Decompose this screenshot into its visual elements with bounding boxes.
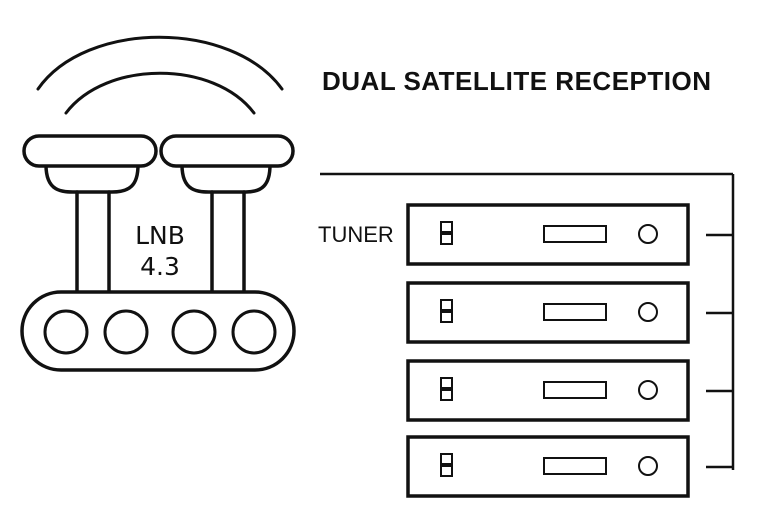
tuner-display-slot — [543, 225, 607, 243]
lnb-port-2 — [103, 309, 149, 355]
lnb-port-3 — [171, 309, 217, 355]
lnb-ports — [43, 309, 277, 355]
signal-arc-inner — [64, 71, 256, 115]
tuner-indicator-bottom — [440, 389, 453, 401]
tuner-knob — [638, 456, 658, 476]
lnb-device — [20, 134, 296, 372]
tuner-frame — [406, 203, 690, 266]
tuner-knob — [638, 302, 658, 322]
tuner-frame — [406, 281, 690, 344]
tuner-knob — [638, 224, 658, 244]
tuner-box-4 — [406, 435, 690, 498]
lnb-label: LNB 4.3 — [120, 220, 200, 282]
signal-arc-outer — [36, 35, 284, 91]
tuner-indicator-top — [440, 221, 453, 233]
tuner-display-slot — [543, 457, 607, 475]
tuner-frame — [406, 359, 690, 422]
lnb-port-4 — [231, 309, 277, 355]
tuner-indicator-top — [440, 377, 453, 389]
feed-stubs — [706, 233, 733, 469]
tuner-stack — [406, 203, 690, 498]
lnb-model-line2: 4.3 — [140, 252, 180, 281]
feed-bus — [320, 172, 735, 470]
tuner-indicator-top — [440, 453, 453, 465]
lnb-feed-cap-left — [22, 134, 158, 168]
tuner-indicator-bottom — [440, 233, 453, 245]
tuner-indicator-bottom — [440, 465, 453, 477]
lnb-horn-right — [180, 163, 272, 194]
lnb-feed-cap-right — [159, 134, 295, 168]
tuner-indicator-bottom — [440, 311, 453, 323]
tuner-knob — [638, 380, 658, 400]
tuner-box-1 — [406, 203, 690, 266]
tuner-display-slot — [543, 303, 607, 321]
lnb-port-1 — [43, 309, 89, 355]
lnb-port-housing — [20, 290, 296, 372]
lnb-horn-left — [44, 163, 140, 194]
lnb-model-line1: LNB — [135, 221, 185, 250]
tuner-indicator-top — [440, 299, 453, 311]
tuner-frame — [406, 435, 690, 498]
tuner-display-slot — [543, 381, 607, 399]
tuner-box-3 — [406, 359, 690, 422]
tuner-box-2 — [406, 281, 690, 344]
tuner-label: TUNER — [318, 222, 394, 247]
diagram-title: DUAL SATELLITE RECEPTION — [322, 66, 712, 96]
